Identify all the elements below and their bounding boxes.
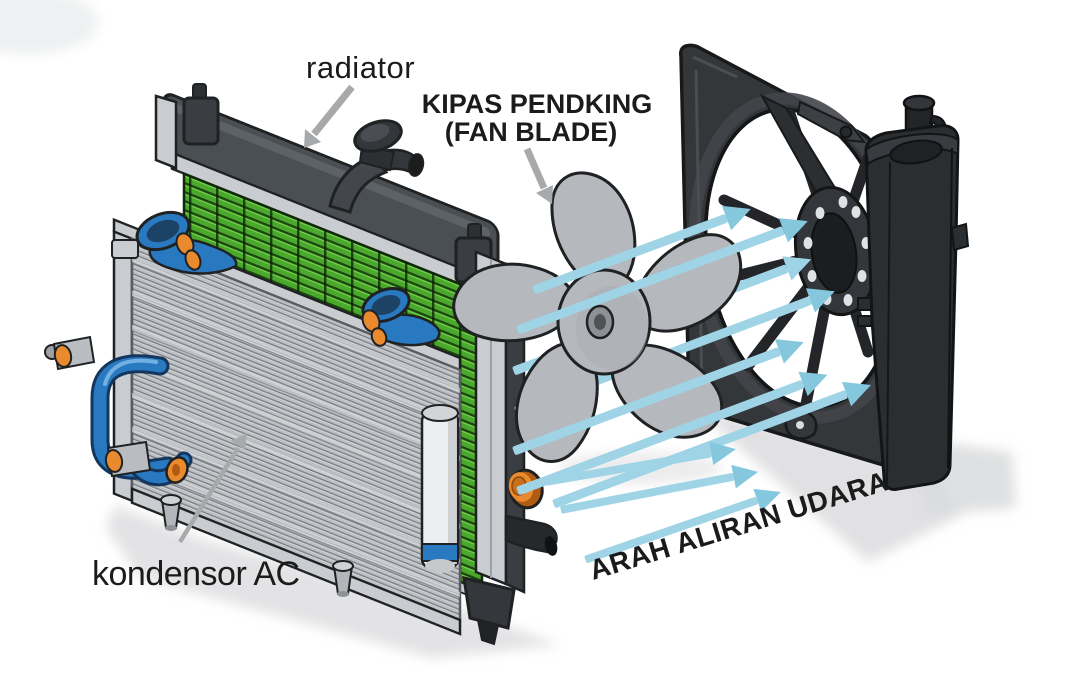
condenser-pointer-arrow xyxy=(178,433,247,544)
condenser-tube-bands xyxy=(132,238,460,620)
receiver-drier xyxy=(420,404,460,573)
background-smudge xyxy=(0,0,98,54)
radiator-pointer-arrow xyxy=(304,84,355,148)
radiator-label: radiator xyxy=(306,50,415,85)
radiator-filler-cap xyxy=(328,119,425,214)
condenser-label: kondensor AC xyxy=(92,555,300,593)
label-pointers xyxy=(178,84,553,544)
condenser-bottom-rail xyxy=(130,487,462,636)
condenser-peg-right xyxy=(332,560,354,597)
fan-label-line2: (FAN BLADE) xyxy=(445,117,617,147)
radiator-mount-pin-left xyxy=(182,83,220,146)
condenser-illustration xyxy=(44,210,462,636)
reservoir-body xyxy=(864,124,960,491)
reservoir-lid-inset xyxy=(889,139,943,165)
radiator-tank-highlight xyxy=(172,103,490,237)
condenser-elbow-fitting xyxy=(104,440,193,487)
radiator-tank-endcap xyxy=(154,94,178,170)
radiator-drain-cock xyxy=(476,618,500,646)
fan-label-line1: KIPAS PENDKING xyxy=(422,89,653,119)
shroud-bracket-screw xyxy=(839,125,853,139)
condenser-bracket xyxy=(111,239,139,259)
radiator-foot xyxy=(462,576,516,630)
shroud-tab-hole xyxy=(796,421,804,429)
fan-pointer-arrow xyxy=(523,147,553,204)
shroud-cast-shadow xyxy=(688,402,962,562)
condenser-outlet-fitting xyxy=(361,287,441,347)
airflow-arrows xyxy=(512,205,871,564)
reservoir-tank-illustration xyxy=(857,94,970,491)
reservoir-clip xyxy=(950,222,970,252)
condenser-side-port xyxy=(44,335,96,371)
condenser-peg-left xyxy=(160,494,182,531)
condenser-inlet-fitting xyxy=(135,210,238,275)
